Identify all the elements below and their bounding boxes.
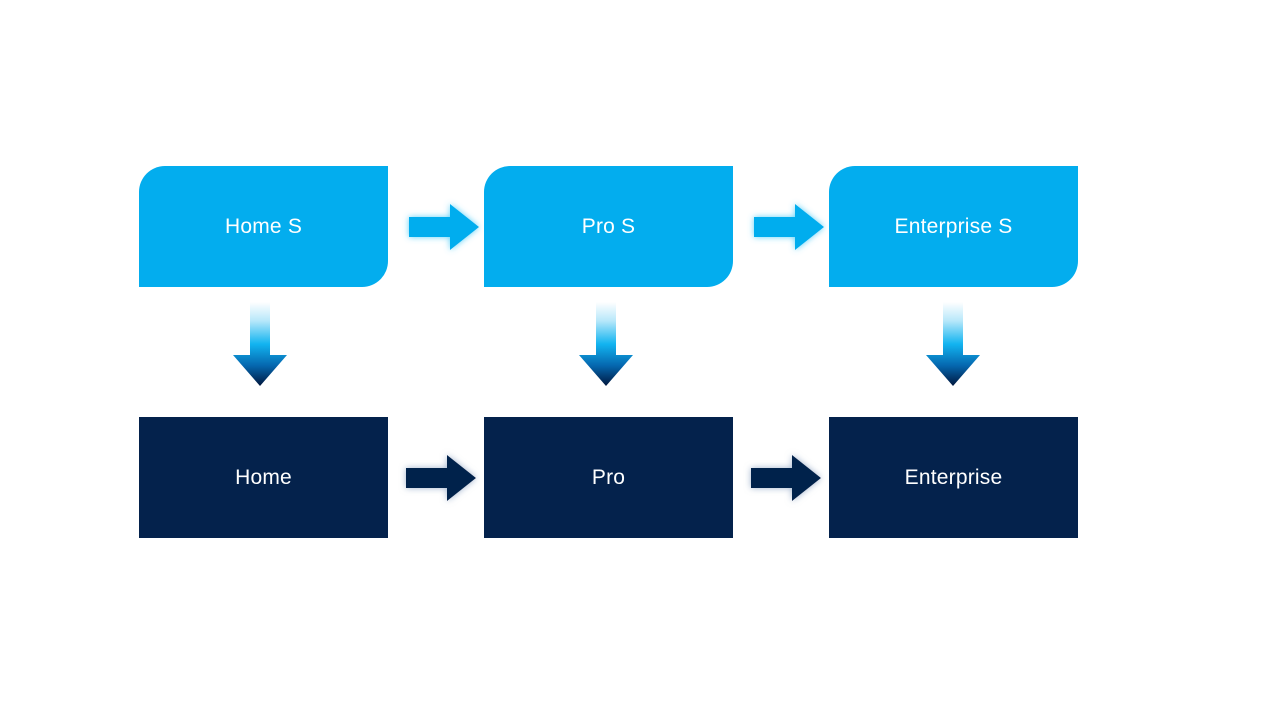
arrow-right-icon xyxy=(406,455,476,501)
arrow-down-icon xyxy=(233,302,287,386)
node-home-s-label: Home S xyxy=(224,214,303,238)
node-pro-s-label: Pro S xyxy=(581,214,636,238)
arrow-right-icon xyxy=(751,455,821,501)
node-home-label: Home xyxy=(235,465,292,489)
arrow-right-icon xyxy=(409,204,479,250)
connector-home-s-to-home xyxy=(229,302,291,388)
node-pro-label: Pro xyxy=(591,465,626,489)
node-enterprise-s-label: Enterprise S xyxy=(894,214,1013,238)
node-home[interactable]: Home xyxy=(139,417,388,538)
node-home-s[interactable]: Home S xyxy=(139,166,388,287)
connector-home-to-pro xyxy=(402,450,480,506)
node-pro-s[interactable]: Pro S xyxy=(484,166,733,287)
node-enterprise-s[interactable]: Enterprise S xyxy=(829,166,1078,287)
arrow-right-icon xyxy=(754,204,824,250)
node-enterprise[interactable]: Enterprise xyxy=(829,417,1078,538)
arrow-down-icon xyxy=(579,302,633,386)
connector-pro-s-to-enterprise-s xyxy=(750,199,828,255)
node-enterprise-label: Enterprise xyxy=(904,465,1003,489)
node-pro[interactable]: Pro xyxy=(484,417,733,538)
connector-pro-to-enterprise xyxy=(747,450,825,506)
connector-pro-s-to-pro xyxy=(575,302,637,388)
connector-enterprise-s-to-enterprise xyxy=(922,302,984,388)
connector-home-s-to-pro-s xyxy=(405,199,483,255)
arrow-down-icon xyxy=(926,302,980,386)
